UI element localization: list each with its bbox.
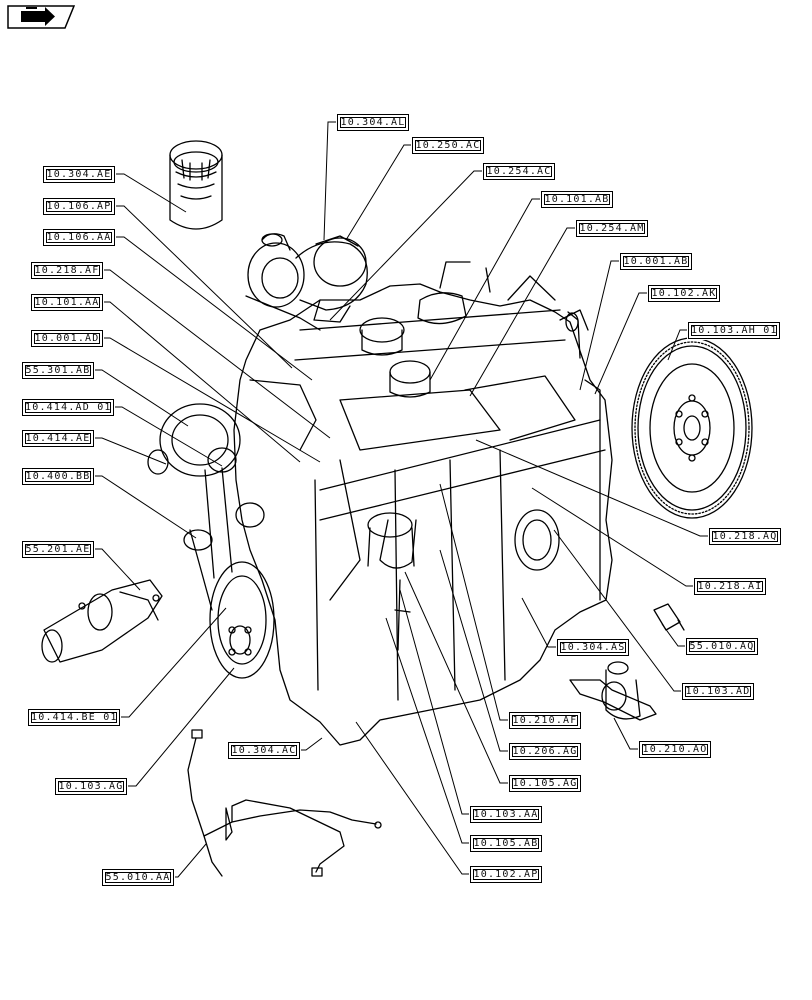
belt-drive-drawing: [183, 467, 275, 679]
callout-55-201-ae[interactable]: 55.201.AE: [22, 541, 94, 558]
callout-10-102-ap[interactable]: 10.102.AP: [470, 866, 542, 883]
callout-10-001-ad[interactable]: 10.001.AD: [31, 330, 103, 347]
previous-page-arrow-icon: [7, 5, 76, 29]
callout-10-414-ae[interactable]: 10.414.AE: [22, 430, 94, 447]
callout-10-101-aa[interactable]: 10.101.AA: [31, 294, 103, 311]
callout-55-301-ab[interactable]: 55.301.AB: [22, 362, 94, 379]
callout-10-218-af[interactable]: 10.218.AF: [31, 262, 103, 279]
starter-motor-drawing: [41, 579, 163, 663]
callout-10-103-ad[interactable]: 10.103.AD: [682, 683, 754, 700]
alternator-drawing: [147, 403, 241, 477]
callout-10-102-ak[interactable]: 10.102.AK: [648, 285, 720, 302]
callout-10-106-ap[interactable]: 10.106.AP: [43, 198, 115, 215]
callout-10-106-aa[interactable]: 10.106.AA: [43, 229, 115, 246]
callout-10-103-ah-01[interactable]: 10.103.AH 01: [688, 322, 780, 339]
callout-10-101-ab[interactable]: 10.101.AB: [541, 191, 613, 208]
callout-55-010-aa[interactable]: 55.010.AA: [102, 869, 174, 886]
callout-10-400-bb[interactable]: 10.400.BB: [22, 468, 94, 485]
callout-10-105-ag[interactable]: 10.105.AG: [509, 775, 581, 792]
oil-filter-drawing: [169, 140, 223, 230]
callout-10-103-aa[interactable]: 10.103.AA: [470, 806, 542, 823]
callout-10-218-aq[interactable]: 10.218.AQ: [709, 528, 781, 545]
callout-10-304-al[interactable]: 10.304.AL: [337, 114, 409, 131]
engine-block-drawing: [233, 261, 613, 746]
fuel-pump-drawing: [569, 661, 657, 721]
callout-10-414-ad-01[interactable]: 10.414.AD 01: [22, 399, 114, 416]
callout-10-105-ab[interactable]: 10.105.AB: [470, 835, 542, 852]
callout-10-001-ab[interactable]: 10.001.AB: [620, 253, 692, 270]
callout-10-103-ag[interactable]: 10.103.AG: [55, 778, 127, 795]
previous-page-button[interactable]: [7, 5, 76, 29]
callout-10-304-ae[interactable]: 10.304.AE: [43, 166, 115, 183]
callout-10-304-ac[interactable]: 10.304.AC: [228, 742, 300, 759]
callout-10-304-as[interactable]: 10.304.AS: [557, 639, 629, 656]
callout-10-254-am[interactable]: 10.254.AM: [576, 220, 648, 237]
sensor-drawing: [653, 603, 685, 631]
callout-55-010-aq[interactable]: 55.010.AQ: [686, 638, 758, 655]
callout-10-414-be-01[interactable]: 10.414.BE 01: [28, 709, 120, 726]
callout-10-250-ac[interactable]: 10.250.AC: [412, 137, 484, 154]
flywheel-drawing: [631, 337, 753, 519]
callout-10-254-ac[interactable]: 10.254.AC: [483, 163, 555, 180]
callout-10-210-af[interactable]: 10.210.AF: [509, 712, 581, 729]
callout-10-210-ao[interactable]: 10.210.AO: [639, 741, 711, 758]
callout-10-206-ag[interactable]: 10.206.AG: [509, 743, 581, 760]
turbocharger-drawing: [245, 233, 368, 331]
callout-10-218-ai[interactable]: 10.218.AI: [694, 578, 766, 595]
